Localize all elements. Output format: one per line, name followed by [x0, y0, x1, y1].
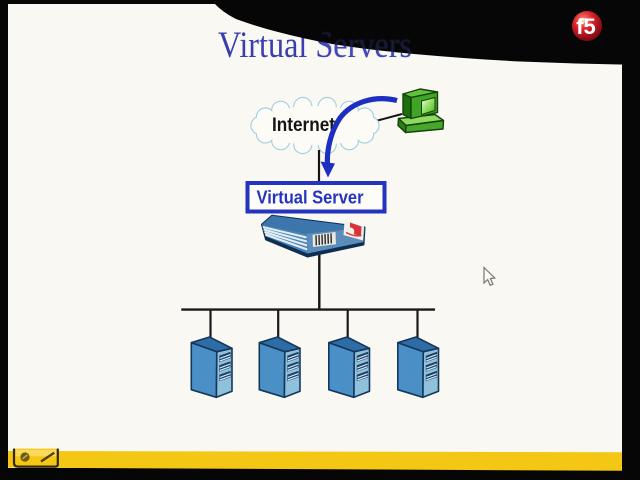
svg-text:Virtual Server: Virtual Server: [257, 188, 364, 208]
svg-text:f5: f5: [576, 14, 596, 39]
svg-text:Internet: Internet: [272, 114, 335, 136]
svg-text:Virtual Servers: Virtual Servers: [218, 24, 412, 65]
